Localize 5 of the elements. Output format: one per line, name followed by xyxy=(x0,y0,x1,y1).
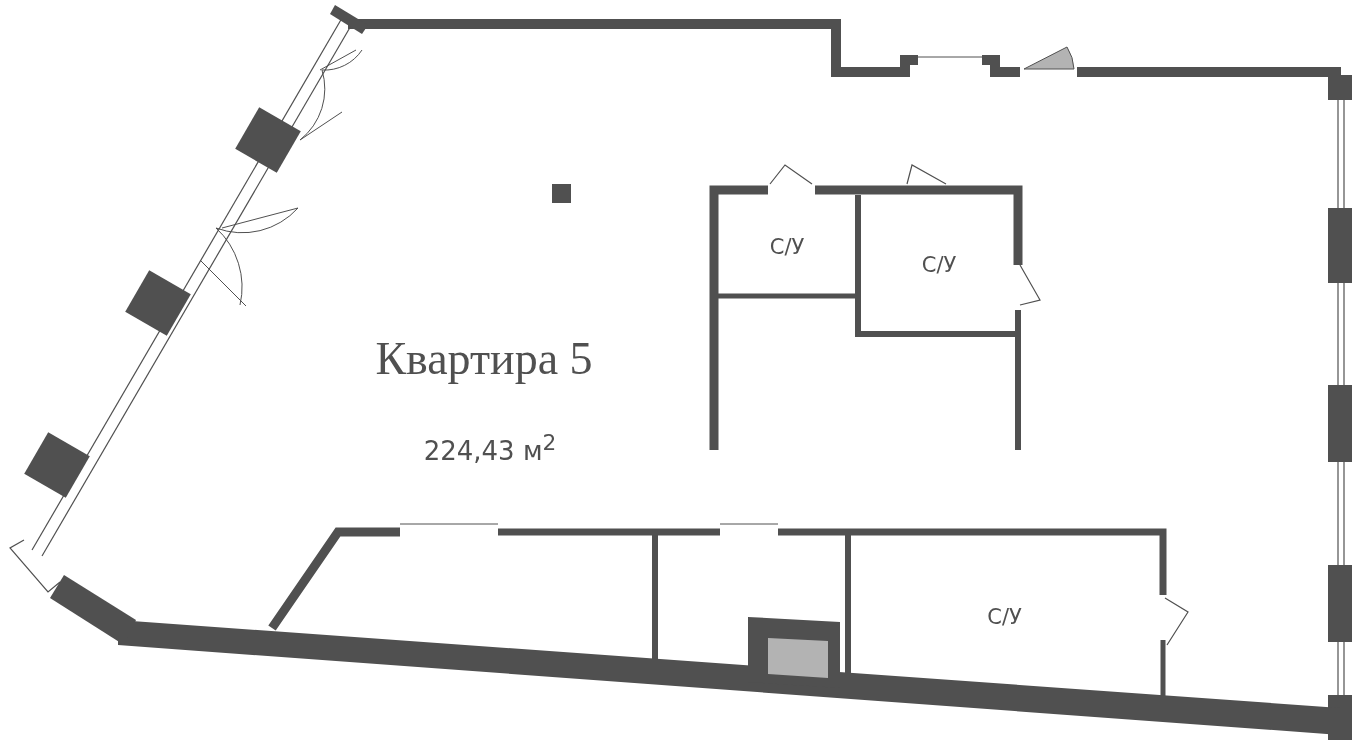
room-label: С/У xyxy=(769,235,805,259)
room-label: С/У xyxy=(921,253,957,277)
area-label: 224,43 м$^{2}$ xyxy=(423,430,557,466)
apartment-title: Квартира 5 xyxy=(375,331,593,385)
room-label: С/У xyxy=(987,605,1022,629)
